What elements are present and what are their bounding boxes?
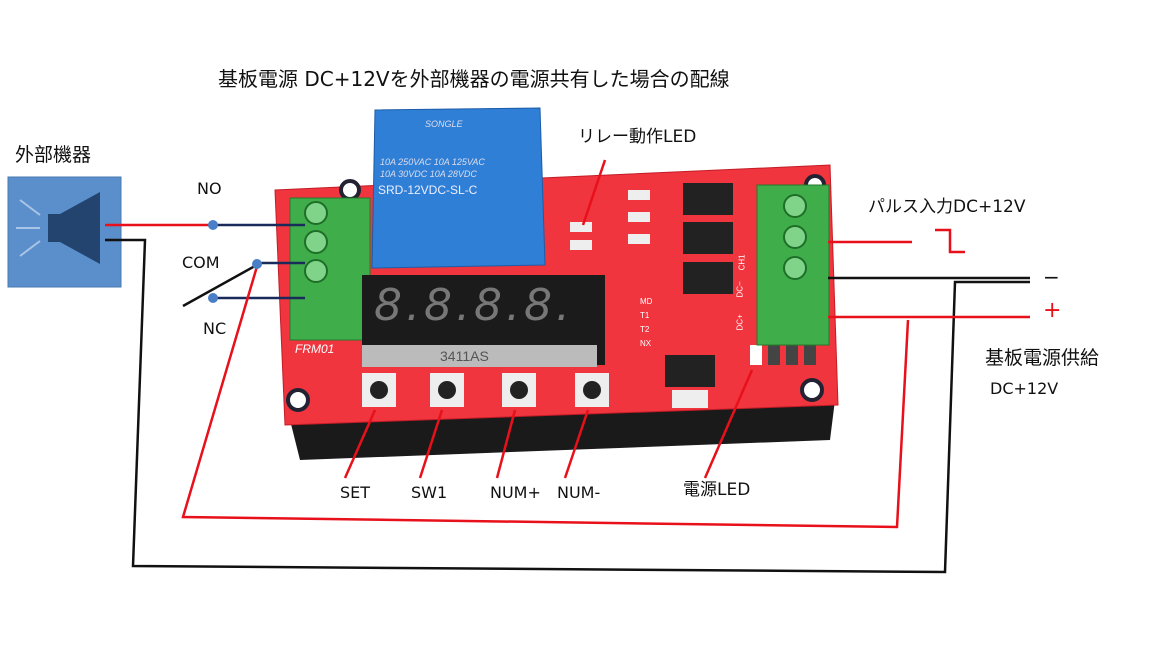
speaker-icon xyxy=(16,192,100,264)
wire-black-return xyxy=(105,238,1030,574)
sw1-button-label: SW1 xyxy=(411,483,448,502)
seven-segment-display xyxy=(362,275,605,367)
pulse-symbol xyxy=(935,228,965,254)
external-device-label: 外部機器 xyxy=(15,144,92,166)
num-plus-button-label: NUM+ xyxy=(490,483,541,502)
relay-brand: SONGLE xyxy=(425,119,463,129)
num-minus-button-label: NUM- xyxy=(557,483,601,502)
page-title: 基板電源 DC+12Vを外部機器の電源共有した場合の配線 xyxy=(218,67,730,91)
relay-rating-1: 10A 250VAC 10A 125VAC xyxy=(380,157,485,167)
power-voltage-label: DC+12V xyxy=(990,379,1059,398)
power-plus-label: + xyxy=(1043,298,1062,323)
set-button-label: SET xyxy=(340,483,371,502)
pulse-input-label: パルス入力DC+12V xyxy=(868,197,1026,217)
power-supply-label: 基板電源供給 xyxy=(985,347,1100,369)
switch-arm xyxy=(182,264,256,308)
push-buttons xyxy=(362,373,609,407)
relay xyxy=(371,107,546,269)
terminal-mark-dcplus: DC+ xyxy=(735,314,745,331)
power-led-label: 電源LED xyxy=(683,480,751,500)
board-name: FRM01 xyxy=(295,342,335,356)
relay-led-label: リレー動作LED xyxy=(578,127,697,147)
mode-led-t1: T1 xyxy=(640,311,650,320)
wires xyxy=(105,223,1030,574)
terminal-mark-ch1: CH1 xyxy=(737,254,747,271)
mode-led-nx: NX xyxy=(640,339,652,348)
mode-led-md: MD xyxy=(640,297,653,306)
com-contact-dot xyxy=(252,259,262,269)
nc-label: NC xyxy=(203,319,227,338)
display-model: 3411AS xyxy=(440,348,489,364)
no-contact-dot xyxy=(208,220,218,230)
pointer-arrows xyxy=(343,159,754,479)
no-label: NO xyxy=(197,179,222,198)
relay-model: SRD-12VDC-SL-C xyxy=(378,183,478,197)
mode-led-t2: T2 xyxy=(640,325,650,334)
power-minus-label: − xyxy=(1043,265,1060,289)
input-terminal-block xyxy=(756,184,830,346)
external-device xyxy=(7,176,122,288)
relay-terminal-block xyxy=(289,197,371,341)
wire-red-plus xyxy=(181,262,910,529)
display-digits: 8.8.8.8. xyxy=(374,280,574,331)
relay-rating-2: 10A 30VDC 10A 28VDC xyxy=(380,169,477,179)
nc-contact-dot xyxy=(208,293,218,303)
terminal-mark-dcminus: DC− xyxy=(735,281,745,298)
com-label: COM xyxy=(182,253,220,272)
